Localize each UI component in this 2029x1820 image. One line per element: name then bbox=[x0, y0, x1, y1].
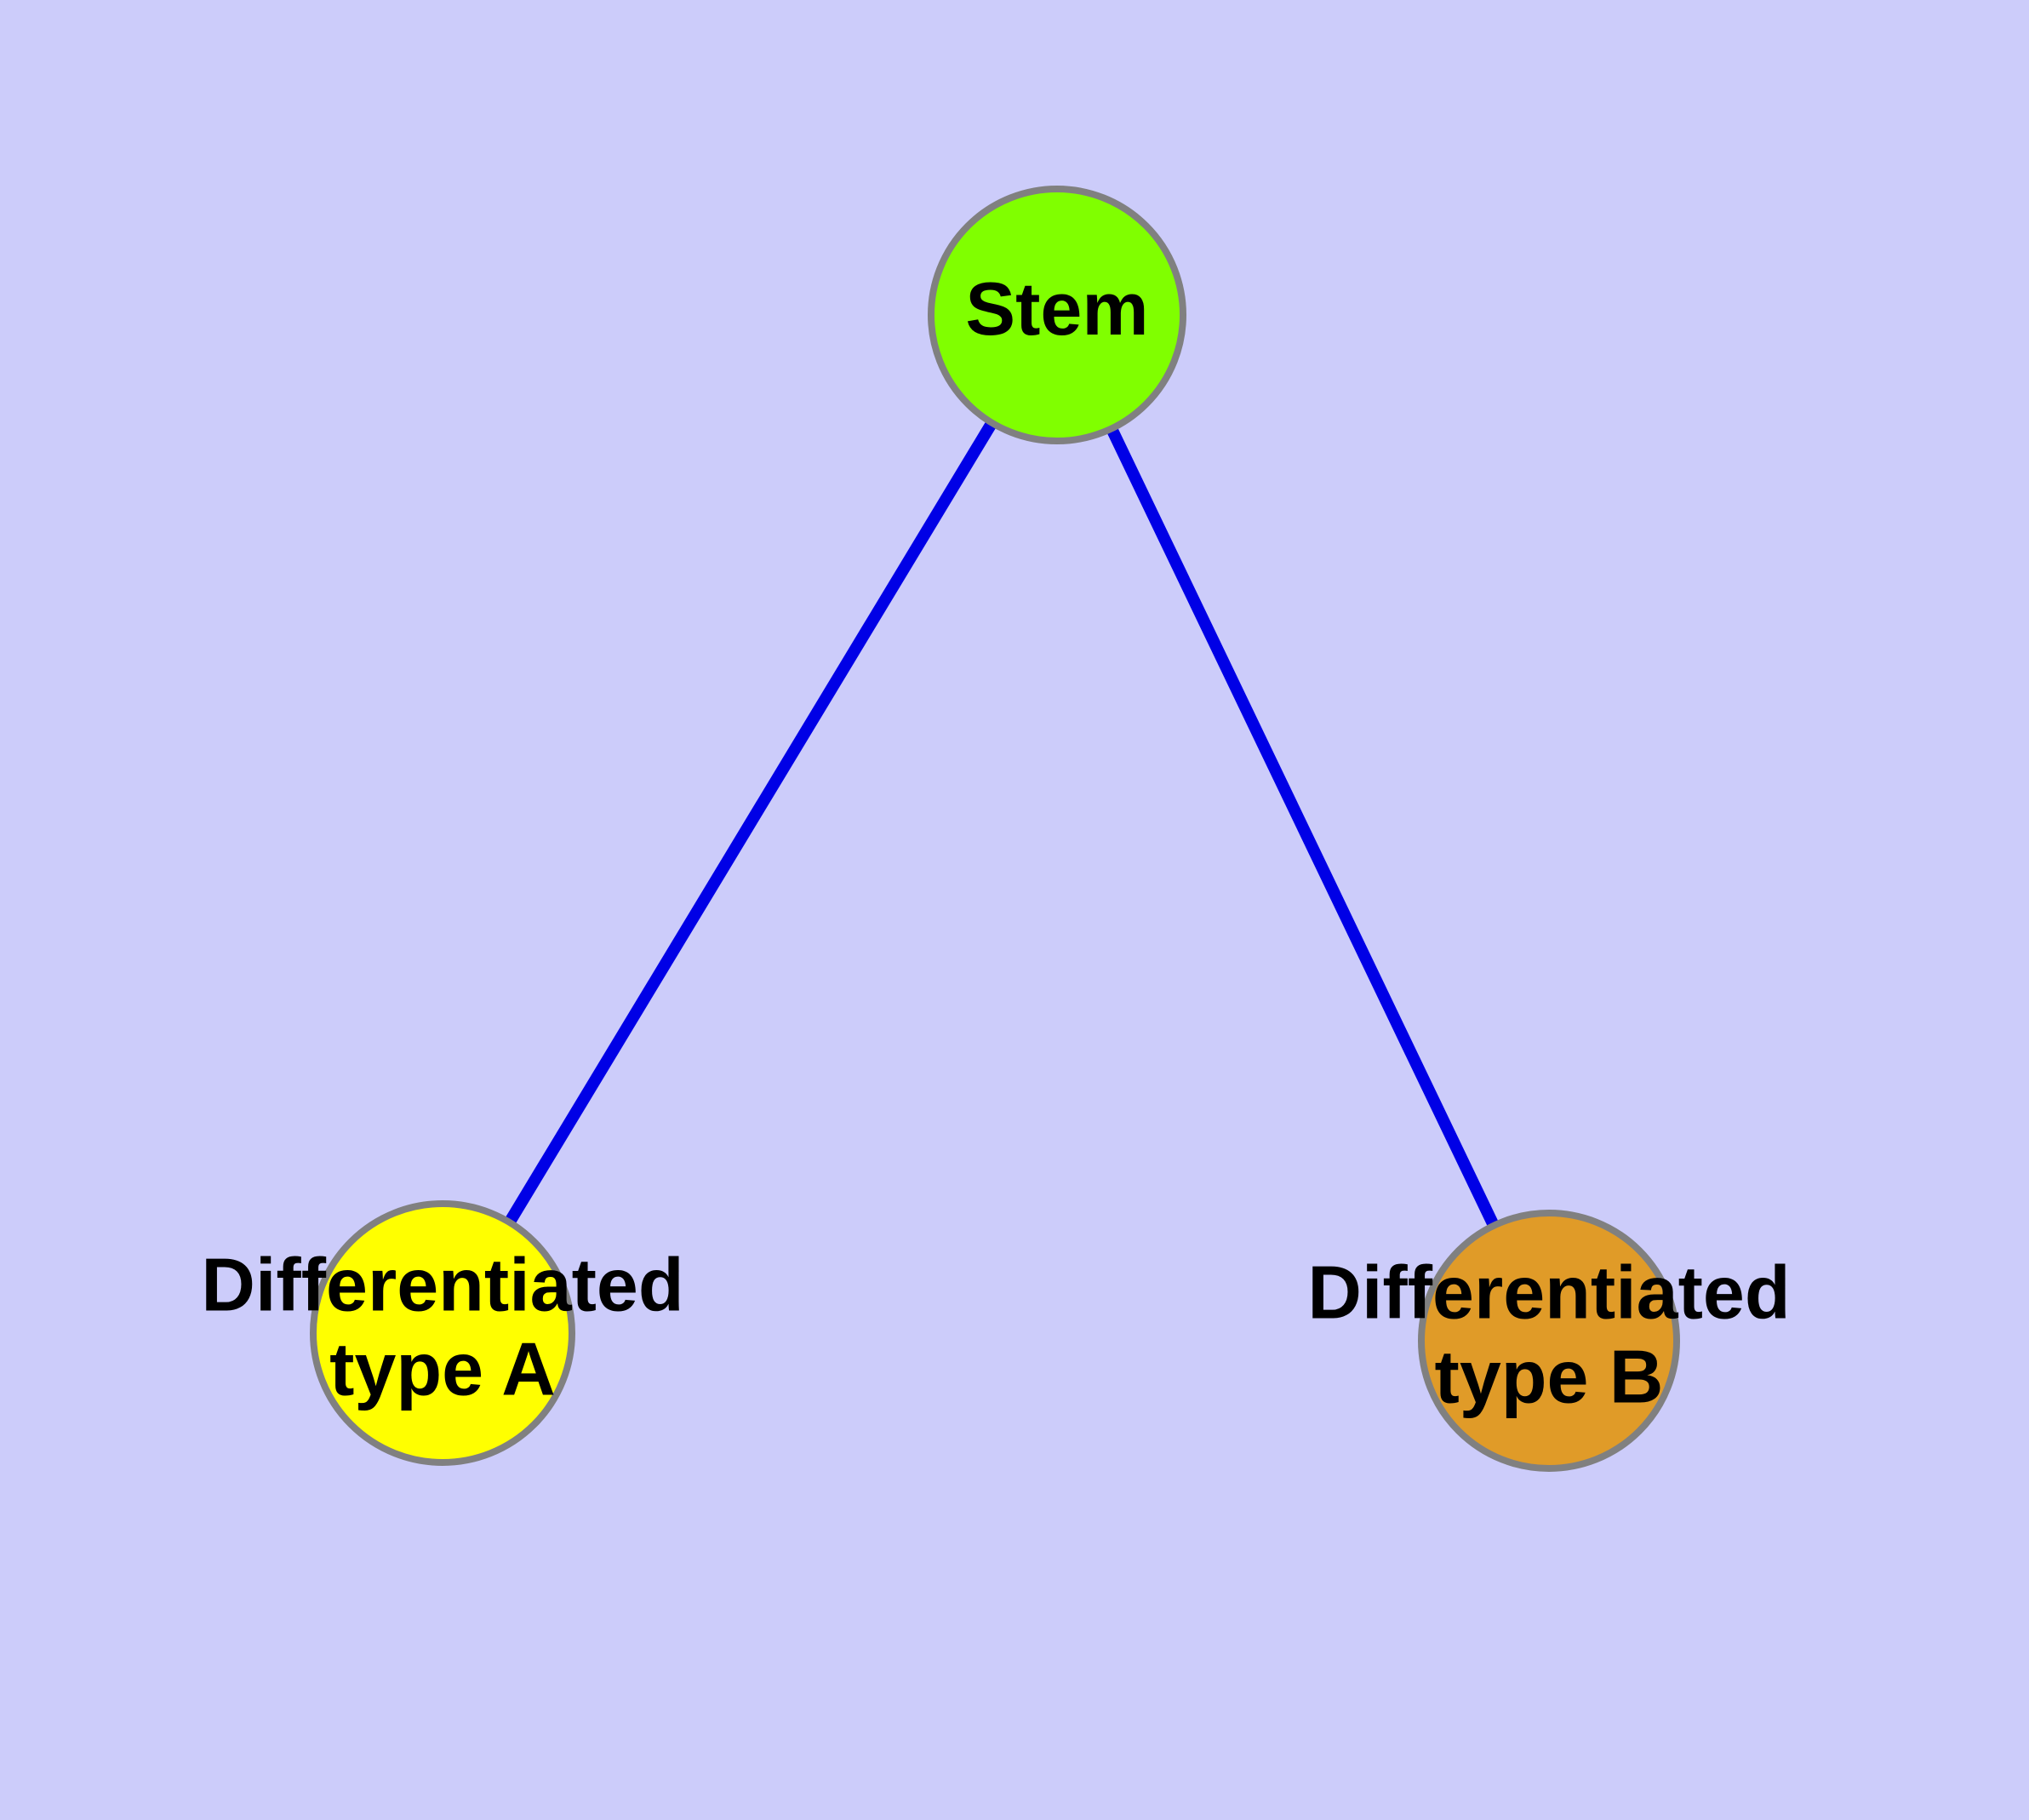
graph-node-label-line: Differentiated bbox=[1307, 1251, 1790, 1335]
graph-edge[interactable] bbox=[1051, 312, 1555, 1344]
graph-node-diff-a[interactable] bbox=[310, 1200, 575, 1466]
graph-node-label-line: Stem bbox=[965, 266, 1148, 351]
graph-edge[interactable] bbox=[437, 312, 1062, 1336]
graph-node-label-line: type A bbox=[329, 1327, 556, 1411]
nodes-layer bbox=[310, 186, 1680, 1472]
graph-node-label-line: Differentiated bbox=[201, 1243, 683, 1327]
graph-node-label-stem: Stem bbox=[965, 266, 1148, 351]
graph-node-stem[interactable] bbox=[928, 186, 1186, 444]
graph-node-label-line: type B bbox=[1435, 1335, 1664, 1419]
edges-layer bbox=[437, 312, 1555, 1344]
graph-node-diff-b[interactable] bbox=[1418, 1210, 1680, 1472]
